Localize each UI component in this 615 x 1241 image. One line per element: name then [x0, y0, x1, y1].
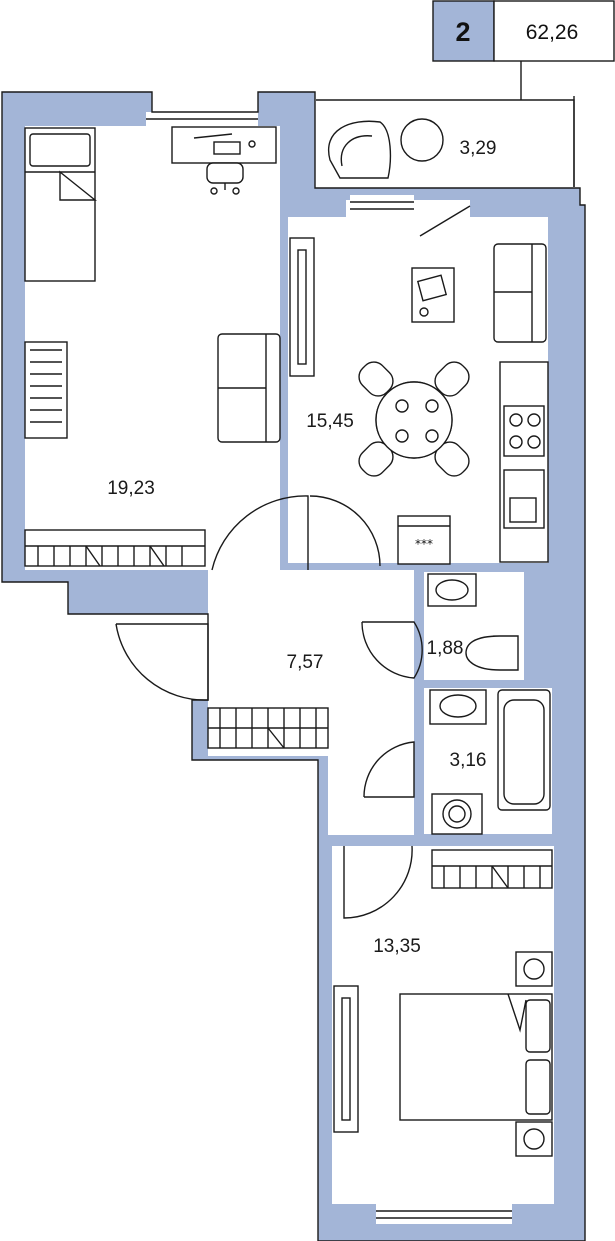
- kitchen-counter: [499, 361, 549, 563]
- room-count: 2: [455, 17, 470, 47]
- area-hallway: 7,57: [287, 652, 324, 673]
- kitchen-window-gap: [350, 195, 414, 217]
- area-labels: 19,23 15,45 3,29 7,57 1,88 3,16 13,35: [107, 138, 496, 957]
- bedroom-small-cabinet: [333, 985, 359, 1133]
- bed-single: [24, 127, 97, 282]
- balcony-chair: [327, 120, 392, 179]
- area-bathroom: 3,16: [450, 750, 487, 771]
- bedroom-small-window-gap: [376, 1204, 512, 1224]
- bookshelf: [24, 341, 68, 439]
- hallway-entrance-door: [115, 623, 209, 701]
- toilet-sink: [427, 573, 477, 607]
- double-bed: [399, 993, 553, 1121]
- toilet-bowl: [465, 635, 519, 671]
- armchair-bedroom: [217, 333, 281, 443]
- area-toilet: 1,88: [427, 638, 464, 659]
- washing-machine: [431, 793, 483, 835]
- room-count-box: [432, 0, 495, 62]
- nightstand-top: [515, 951, 553, 987]
- nightstand-bottom: [515, 1121, 553, 1157]
- oven-stars: ***: [415, 537, 433, 551]
- doors: [115, 205, 471, 919]
- kitchen-sofa: [493, 243, 547, 343]
- wardrobe-bedroom-small: [431, 849, 553, 889]
- bedroom-small-door: [343, 845, 413, 919]
- hallway-floor: [208, 570, 414, 835]
- total-area: 62,26: [526, 21, 579, 44]
- kitchen-cabinet-left: [289, 237, 315, 377]
- coffee-table: [411, 267, 455, 323]
- bathroom-door: [363, 741, 415, 798]
- area-bedroom-small: 13,35: [373, 936, 421, 957]
- bath-sink: [429, 689, 487, 725]
- bedroom-large-door: [211, 495, 309, 571]
- balcony-table: [400, 118, 444, 162]
- kitchen-door: [309, 495, 381, 567]
- dining-set: [358, 361, 470, 477]
- area-balcony: 3,29: [460, 138, 497, 159]
- oven: ***: [397, 515, 451, 565]
- desk: [171, 126, 277, 195]
- toilet-door: [361, 621, 423, 679]
- bathtub: [497, 689, 551, 811]
- kitchen-floor: [288, 200, 548, 563]
- wardrobe-bedroom-large: [24, 529, 206, 567]
- wardrobe-hallway: [207, 707, 329, 749]
- area-bedroom-large: 19,23: [107, 478, 155, 499]
- total-area-box: [493, 0, 615, 62]
- area-kitchen-living: 15,45: [306, 411, 354, 432]
